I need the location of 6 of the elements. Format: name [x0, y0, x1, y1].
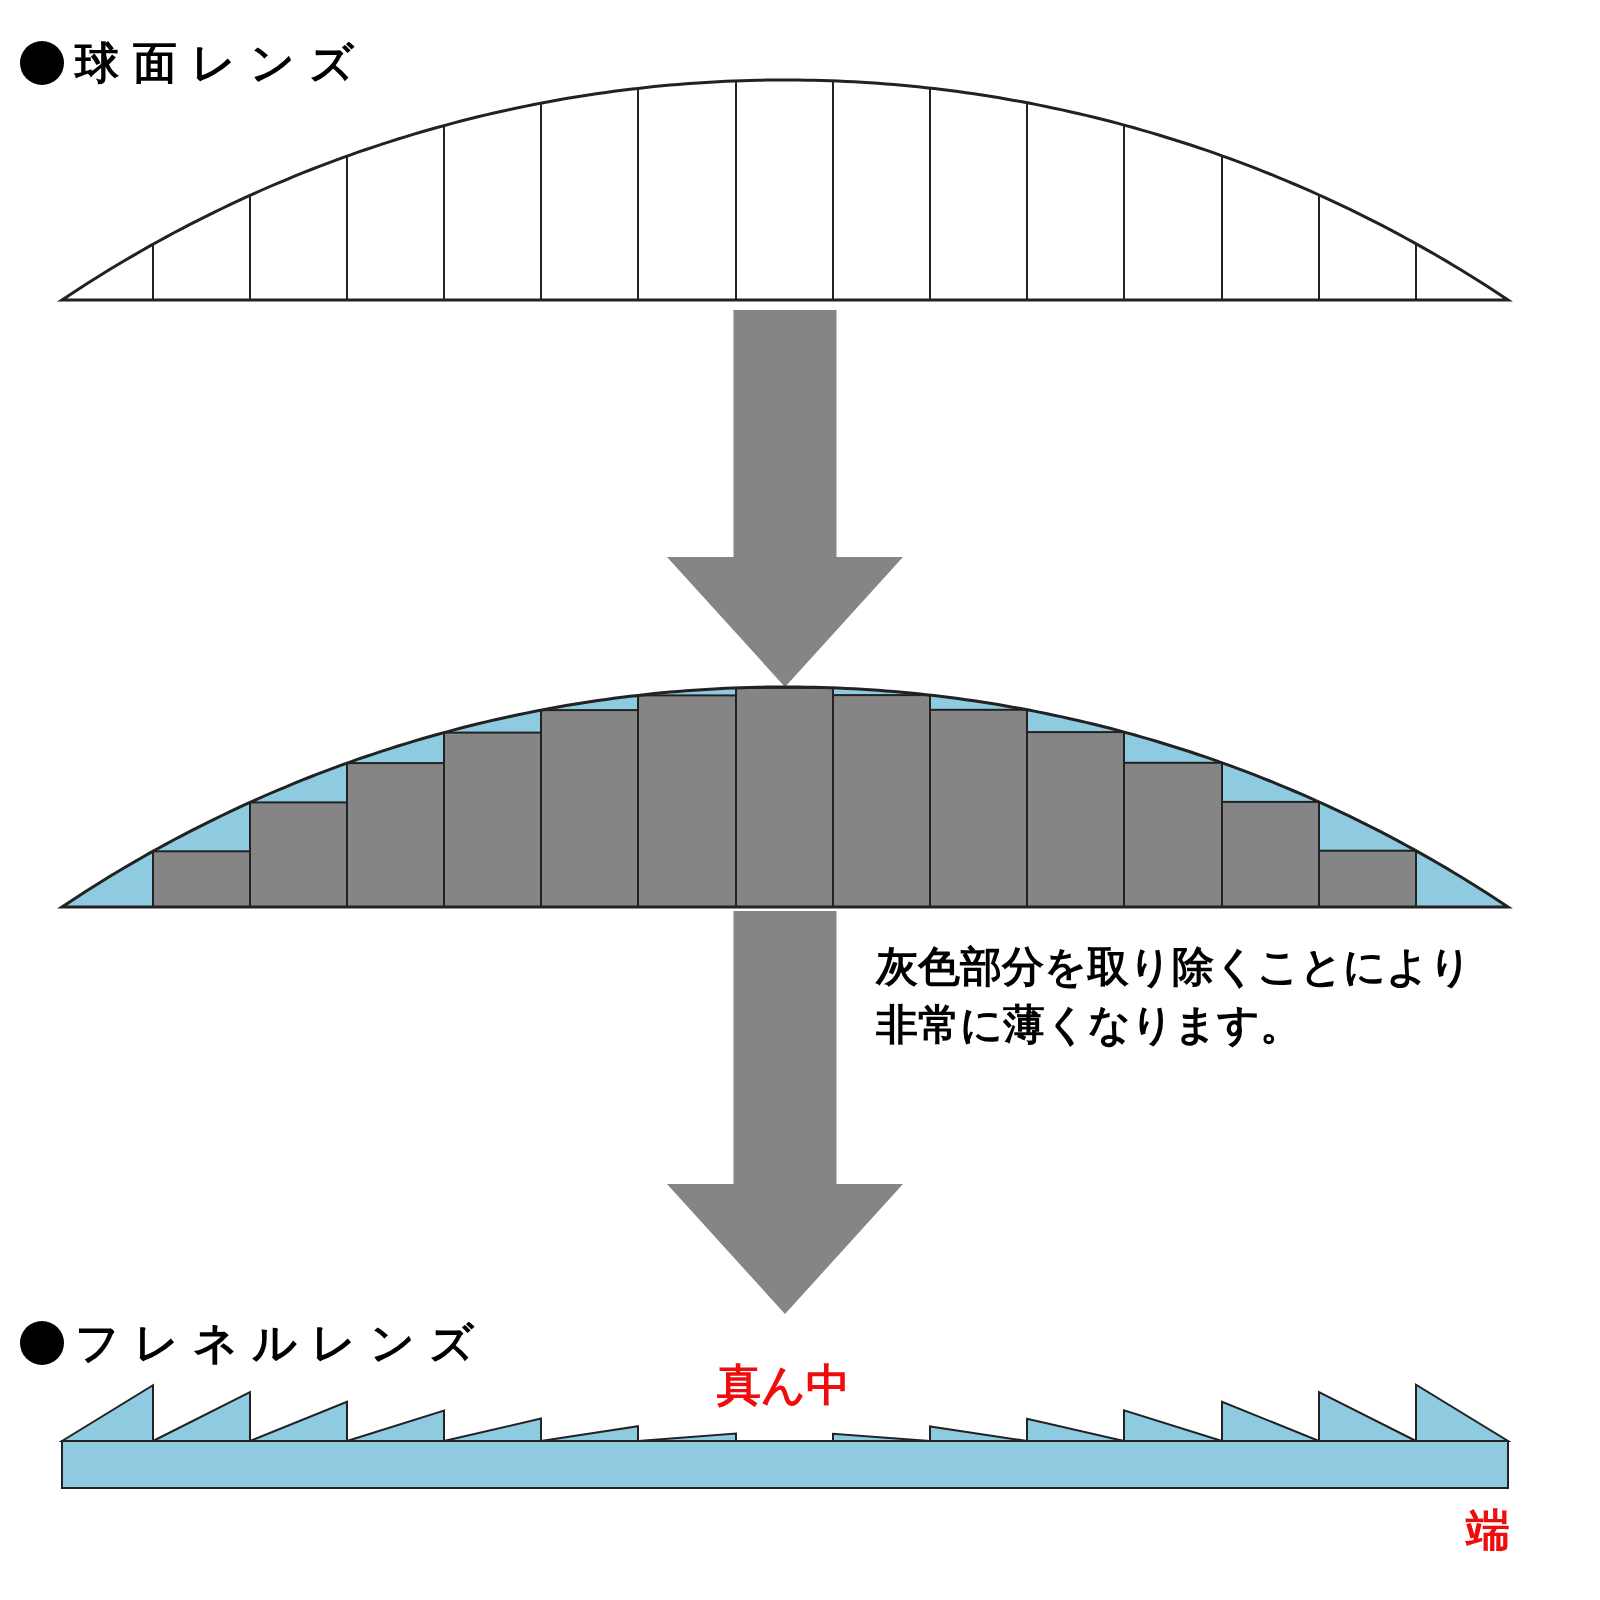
position-label: 端: [1466, 1505, 1510, 1555]
section-heading: フレネルレンズ: [75, 1318, 488, 1368]
block-arrow: [667, 310, 903, 687]
section-heading: 球面レンズ: [75, 38, 368, 88]
position-label: 真ん中: [717, 1360, 850, 1410]
block-arrow: [667, 911, 903, 1314]
